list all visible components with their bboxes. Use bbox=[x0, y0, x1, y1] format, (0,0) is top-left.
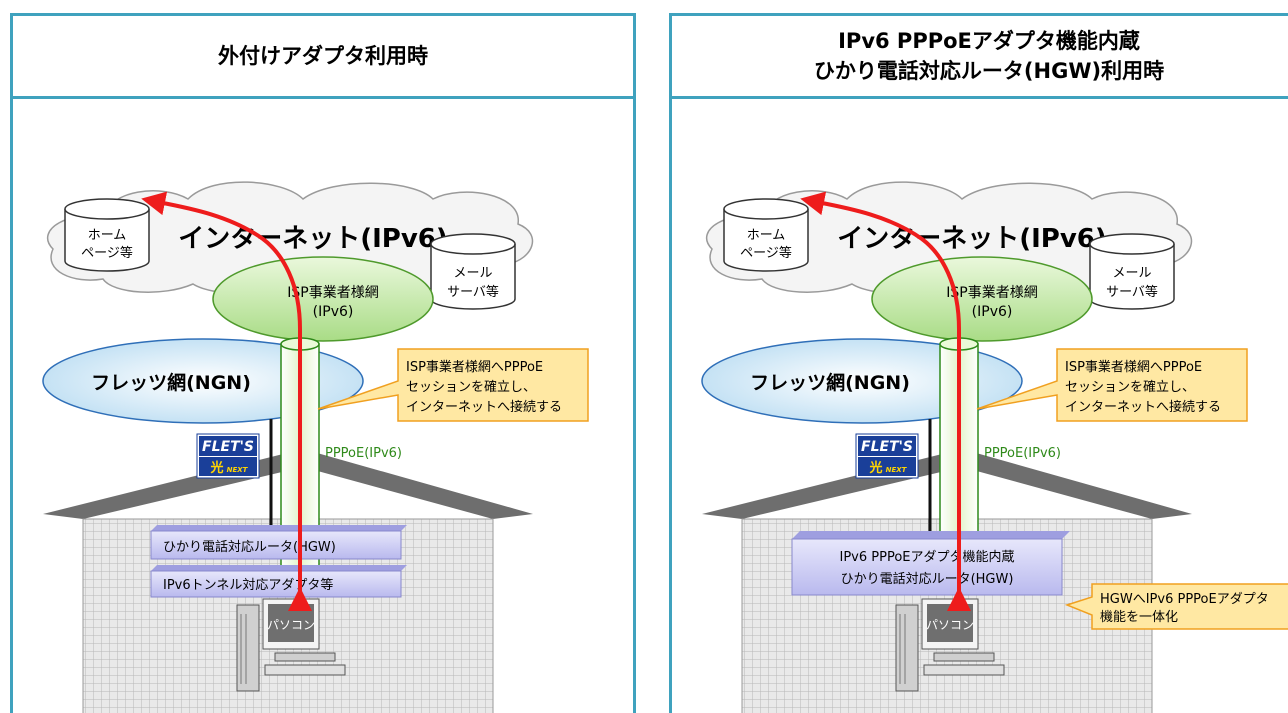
flets-logo-sub: 光 bbox=[209, 460, 223, 476]
home-server-label-2: ページ等 bbox=[81, 245, 133, 261]
hgw-label: ひかり電話対応ルータ(HGW) bbox=[163, 539, 336, 555]
right-title-line-2: ひかり電話対応ルータ(HGW)利用時 bbox=[813, 59, 1165, 83]
mail-server-label-2: サーバ等 bbox=[447, 284, 499, 300]
isp-label-2: (IPv6) bbox=[313, 304, 354, 320]
callout-line-3: インターネットへ接続する bbox=[406, 399, 562, 415]
mail-server-label-2: サーバ等 bbox=[1106, 284, 1158, 300]
flets-logo-sub: 光 bbox=[868, 460, 882, 476]
flets-label: フレッツ網(NGN) bbox=[750, 371, 910, 394]
mail-server-icon bbox=[1089, 233, 1175, 310]
left-panel-title: 外付けアダプタ利用時 bbox=[13, 16, 633, 99]
internet-label: インターネット(IPv6) bbox=[178, 224, 448, 254]
right-panel: IPv6 PPPoEアダプタ機能内蔵 ひかり電話対応ルータ(HGW)利用時 イン… bbox=[669, 13, 1288, 713]
left-title-text: 外付けアダプタ利用時 bbox=[218, 44, 428, 68]
callout-box bbox=[976, 348, 1248, 422]
isp-label-1: ISP事業者様網 bbox=[946, 285, 1037, 301]
left-diagram: インターネット(IPv6) ホーム ページ等 メール サーバ等 ISP事業者様網… bbox=[42, 181, 589, 713]
callout-box bbox=[317, 348, 589, 422]
pppoe-label: PPPoE(IPv6) bbox=[984, 446, 1061, 461]
adapter-label: IPv6トンネル対応アダプタ等 bbox=[163, 577, 333, 593]
hgw-device-label-2: ひかり電話対応ルータ(HGW) bbox=[841, 571, 1014, 587]
home-server-label-1: ホーム bbox=[747, 228, 786, 243]
flets-logo-text: FLET'S bbox=[861, 439, 913, 455]
home-page-server-icon bbox=[723, 198, 809, 272]
callout2-box bbox=[1064, 583, 1288, 630]
callout-line-3: インターネットへ接続する bbox=[1065, 399, 1221, 415]
connection-arrow bbox=[800, 191, 971, 611]
pc-label: パソコン bbox=[926, 618, 974, 632]
right-title-line-1: IPv6 PPPoEアダプタ機能内蔵 bbox=[838, 29, 1140, 53]
isp-label-2: (IPv6) bbox=[972, 304, 1013, 320]
flets-logo: FLET'S 光 NEXT bbox=[196, 433, 260, 479]
flets-logo-next: NEXT bbox=[886, 466, 908, 474]
callout-line-2: セッションを確立し、 bbox=[406, 379, 536, 395]
mail-server-label-1: メール bbox=[1112, 266, 1151, 281]
callout-line-1: ISP事業者様網へPPPoE bbox=[406, 359, 543, 375]
callout2-line-2: 機能を一体化 bbox=[1100, 610, 1178, 625]
mail-server-icon bbox=[430, 233, 516, 310]
hgw-device-label-1: IPv6 PPPoEアダプタ機能内蔵 bbox=[840, 549, 1015, 565]
connection-arrow bbox=[141, 191, 312, 611]
right-diagram: インターネット(IPv6) ホーム ページ等 メール サーバ等 ISP事業者様網… bbox=[701, 181, 1288, 713]
internet-label: インターネット(IPv6) bbox=[837, 224, 1107, 254]
flets-label: フレッツ網(NGN) bbox=[91, 371, 251, 394]
flets-logo: FLET'S 光 NEXT bbox=[855, 433, 919, 479]
right-panel-title: IPv6 PPPoEアダプタ機能内蔵 ひかり電話対応ルータ(HGW)利用時 bbox=[672, 16, 1288, 99]
callout-line-1: ISP事業者様網へPPPoE bbox=[1065, 359, 1202, 375]
flets-logo-next: NEXT bbox=[227, 466, 249, 474]
pc-label: パソコン bbox=[267, 618, 315, 632]
callout2-line-1: HGWへIPv6 PPPoEアダプタ bbox=[1100, 592, 1269, 607]
pppoe-label: PPPoE(IPv6) bbox=[325, 446, 402, 461]
callout-line-2: セッションを確立し、 bbox=[1065, 379, 1195, 395]
home-server-label-1: ホーム bbox=[88, 228, 127, 243]
left-panel: 外付けアダプタ利用時 インターネット(IPv6) ホーム ページ等 メール サー… bbox=[10, 13, 636, 713]
mail-server-label-1: メール bbox=[453, 266, 492, 281]
isp-label-1: ISP事業者様網 bbox=[287, 285, 378, 301]
home-server-label-2: ページ等 bbox=[740, 245, 792, 261]
flets-logo-text: FLET'S bbox=[202, 439, 254, 455]
